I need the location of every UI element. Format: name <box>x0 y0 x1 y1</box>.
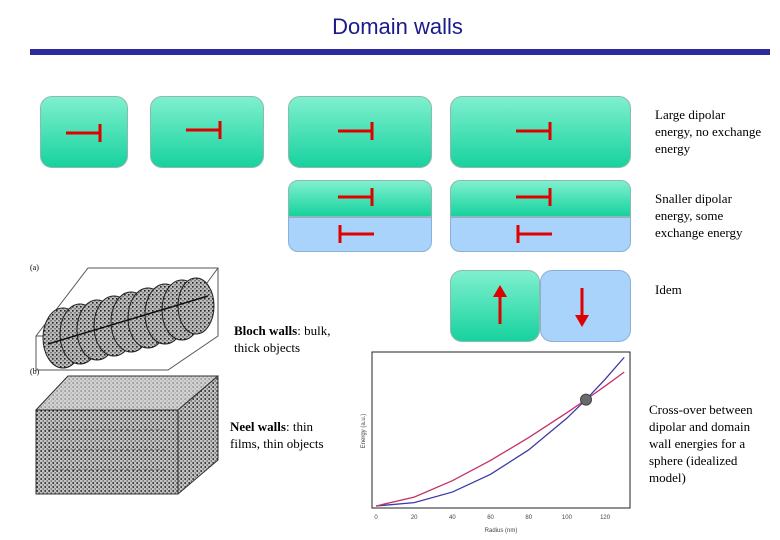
energy-chart: Energy (a.u.) Radius (nm) 0 20 40 60 80 100 12… <box>361 351 631 534</box>
x-tick-label: 60 <box>487 515 494 521</box>
page-title: Domain walls <box>332 14 463 39</box>
arrow-left-icon <box>516 225 552 243</box>
x-tick-label: 80 <box>525 515 532 521</box>
arrow-right-icon <box>338 122 374 140</box>
x-axis-label: Radius (nm) <box>485 528 518 534</box>
arrow-down-icon <box>575 288 589 327</box>
bloch-walls-description: : bulk, thick objects <box>234 323 331 355</box>
note-neel-walls: Neel walls: thin films, thin objects <box>230 418 344 452</box>
x-tick-label: 20 <box>411 515 418 521</box>
x-tick-label: 0 <box>374 515 378 521</box>
neel-walls-description: : thin films, thin objects <box>230 419 324 451</box>
bloch-wall-figure <box>35 267 219 371</box>
note-large-dipolar: Large dipolar energy, no exchange energy <box>655 107 762 156</box>
crossover-point <box>580 393 592 406</box>
arrow-left-icon <box>338 225 374 243</box>
arrow-right-icon <box>186 121 222 139</box>
title-rule <box>30 49 770 55</box>
figure-label-b: (b) <box>30 367 40 376</box>
energy-series-line-2 <box>375 371 625 507</box>
domain-box-right <box>540 270 631 342</box>
x-tick-label: 100 <box>562 515 573 521</box>
note-bloch-walls: Bloch walls: bulk, thick objects <box>234 322 350 356</box>
x-tick-label: 40 <box>449 515 456 521</box>
note-idem: Idem <box>655 282 682 297</box>
plot-frame <box>371 351 631 509</box>
arrow-right-icon <box>516 122 552 140</box>
arrow-up-icon <box>493 285 507 324</box>
note-smaller-dipolar: Snaller dipolar energy, some exchange en… <box>655 191 743 240</box>
arrow-right-icon <box>516 188 552 206</box>
energy-series-line-1 <box>375 356 625 507</box>
y-axis-label: Energy (a.u.) <box>361 414 367 449</box>
neel-wall-figure <box>34 375 220 495</box>
arrow-right-icon <box>338 188 374 206</box>
figure-label-a: (a) <box>30 263 39 272</box>
bloch-walls-term: Bloch walls <box>234 323 298 338</box>
arrow-right-icon <box>66 124 102 142</box>
x-tick-label: 120 <box>600 515 611 521</box>
domain-box-left <box>450 270 540 342</box>
domain-box-single-2 <box>150 96 264 168</box>
note-crossover: Cross-over between dipolar and domain wa… <box>649 402 753 485</box>
neel-walls-term: Neel walls <box>230 419 286 434</box>
